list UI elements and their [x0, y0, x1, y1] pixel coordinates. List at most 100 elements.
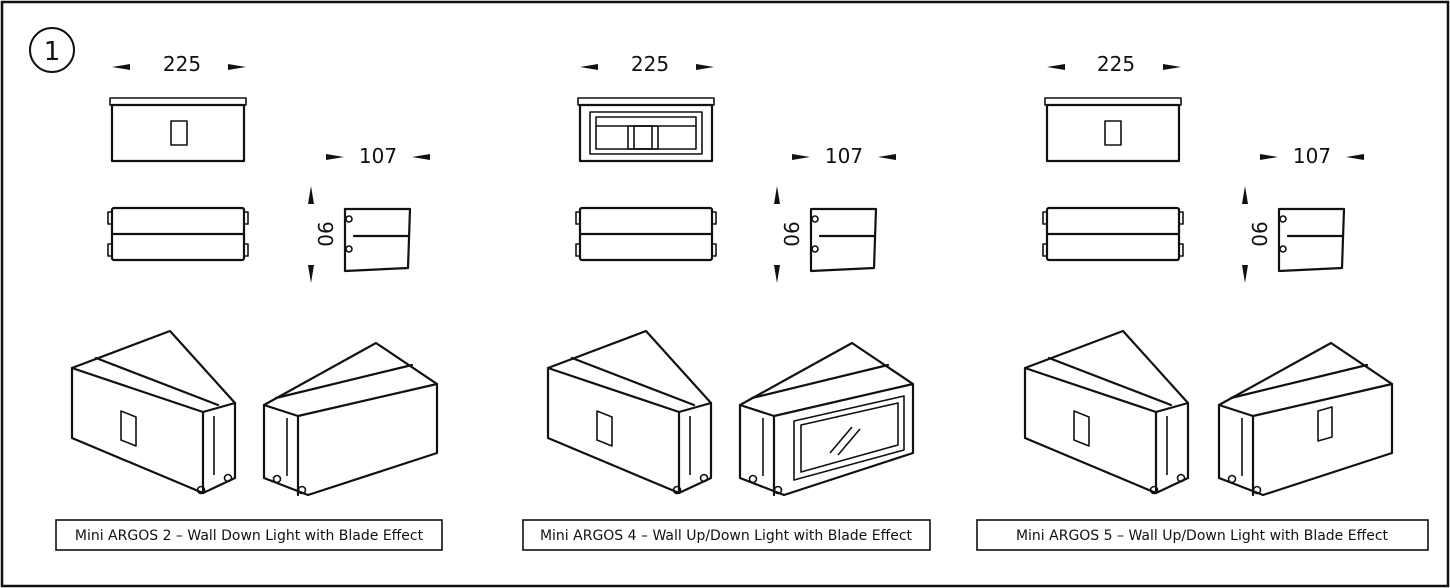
dim-arrow-left: [1047, 64, 1065, 70]
side-view: [809, 207, 878, 273]
screw-icon: [672, 485, 682, 495]
caption-text: Mini ARGOS 5 – Wall Up/Down Light with B…: [1016, 528, 1389, 544]
front-body: [578, 103, 714, 163]
caption-text: Mini ARGOS 4 – Wall Up/Down Light with B…: [540, 528, 913, 544]
screw-icon: [1227, 474, 1237, 484]
dim-arrow-left: [326, 154, 344, 160]
width-dimension: 225: [1047, 52, 1181, 76]
front-blade-slot: [170, 120, 188, 146]
dim-arrow-right: [696, 64, 714, 70]
top-tab: [107, 211, 113, 225]
top-tab: [1178, 211, 1184, 225]
height-dimension: 90: [308, 186, 337, 283]
iso-blade-window: [1317, 406, 1333, 442]
isometric-view-back: [262, 341, 439, 497]
product-2-drawings: 225 107 90: [522, 52, 931, 551]
dim-arrow-left: [1260, 154, 1278, 160]
iso-glass-window-inner: [800, 402, 899, 473]
screw-icon: [1279, 215, 1287, 223]
front-view: [109, 97, 247, 163]
screw-icon: [297, 485, 307, 495]
screw-icon: [1176, 473, 1186, 483]
top-tab: [107, 243, 113, 257]
screw-icon: [1279, 245, 1287, 253]
height-label: 90: [313, 221, 337, 246]
dim-arrow-right: [1163, 64, 1181, 70]
top-tab: [711, 211, 717, 225]
screw-icon: [811, 215, 819, 223]
iso-groove: [94, 356, 220, 407]
iso-groove: [1229, 363, 1369, 400]
depth-label: 107: [359, 144, 397, 168]
front-window-outer: [589, 111, 703, 155]
front-body: [110, 103, 246, 163]
height-dimension: 90: [774, 186, 803, 283]
top-tab: [575, 211, 581, 225]
iso-groove: [274, 363, 414, 400]
caption-box: [522, 519, 931, 551]
height-label: 90: [1247, 221, 1271, 246]
top-tab: [243, 243, 249, 257]
screw-icon: [773, 485, 783, 495]
front-blade-slot: [1104, 120, 1122, 146]
top-tab: [711, 243, 717, 257]
depth-dimension: 107: [326, 144, 430, 168]
iso-blade-window: [1073, 410, 1090, 447]
screw-icon: [223, 473, 233, 483]
top-view: [575, 206, 717, 262]
dim-arrow-left: [112, 64, 130, 70]
side-body: [343, 207, 412, 273]
isometric-view-front: [546, 329, 713, 495]
width-label: 225: [1097, 52, 1135, 76]
iso-outline: [546, 329, 713, 495]
glass-reflection-icon: [829, 426, 853, 454]
product-caption: Mini ARGOS 4 – Wall Up/Down Light with B…: [522, 519, 931, 551]
depth-dimension: 107: [792, 144, 896, 168]
step-badge: 1: [29, 27, 75, 73]
dim-arrow-right: [1346, 154, 1364, 160]
width-label: 225: [631, 52, 669, 76]
depth-label: 107: [1293, 144, 1331, 168]
iso-blade-window: [596, 410, 613, 447]
iso-groove: [1047, 356, 1173, 407]
dim-arrow-down: [1242, 265, 1248, 283]
top-tab: [243, 211, 249, 225]
side-body: [1277, 207, 1346, 273]
top-tab: [575, 243, 581, 257]
dim-arrow-left: [580, 64, 598, 70]
top-tab: [1178, 243, 1184, 257]
depth-label: 107: [825, 144, 863, 168]
dim-arrow-up: [1242, 186, 1248, 204]
glass-reflection-icon: [837, 428, 861, 456]
product-caption: Mini ARGOS 5 – Wall Up/Down Light with B…: [976, 519, 1429, 551]
iso-outline: [262, 341, 439, 497]
front-view: [1044, 97, 1182, 163]
front-body: [1045, 103, 1181, 163]
iso-blade-window: [120, 410, 137, 447]
front-view: [577, 97, 715, 163]
screw-icon: [345, 245, 353, 253]
product-3-drawings: 225 107 90: [976, 52, 1429, 551]
iso-groove: [570, 356, 696, 407]
screw-icon: [811, 245, 819, 253]
height-dimension: 90: [1242, 186, 1271, 283]
product-1-drawings: 225 107 90: [55, 52, 443, 551]
dim-arrow-right: [412, 154, 430, 160]
iso-outline: [1217, 341, 1394, 497]
iso-glass-window-outer: [793, 395, 905, 481]
width-dimension: 225: [580, 52, 714, 76]
isometric-view-back: [738, 341, 915, 497]
top-tab: [1042, 211, 1048, 225]
width-label: 225: [163, 52, 201, 76]
caption-box: [976, 519, 1429, 551]
caption-text: Mini ARGOS 2 – Wall Down Light with Blad…: [75, 528, 424, 544]
dim-arrow-right: [878, 154, 896, 160]
screw-icon: [699, 473, 709, 483]
product-caption: Mini ARGOS 2 – Wall Down Light with Blad…: [55, 519, 443, 551]
top-tab: [1042, 243, 1048, 257]
dim-arrow-up: [308, 186, 314, 204]
dim-arrow-right: [228, 64, 246, 70]
